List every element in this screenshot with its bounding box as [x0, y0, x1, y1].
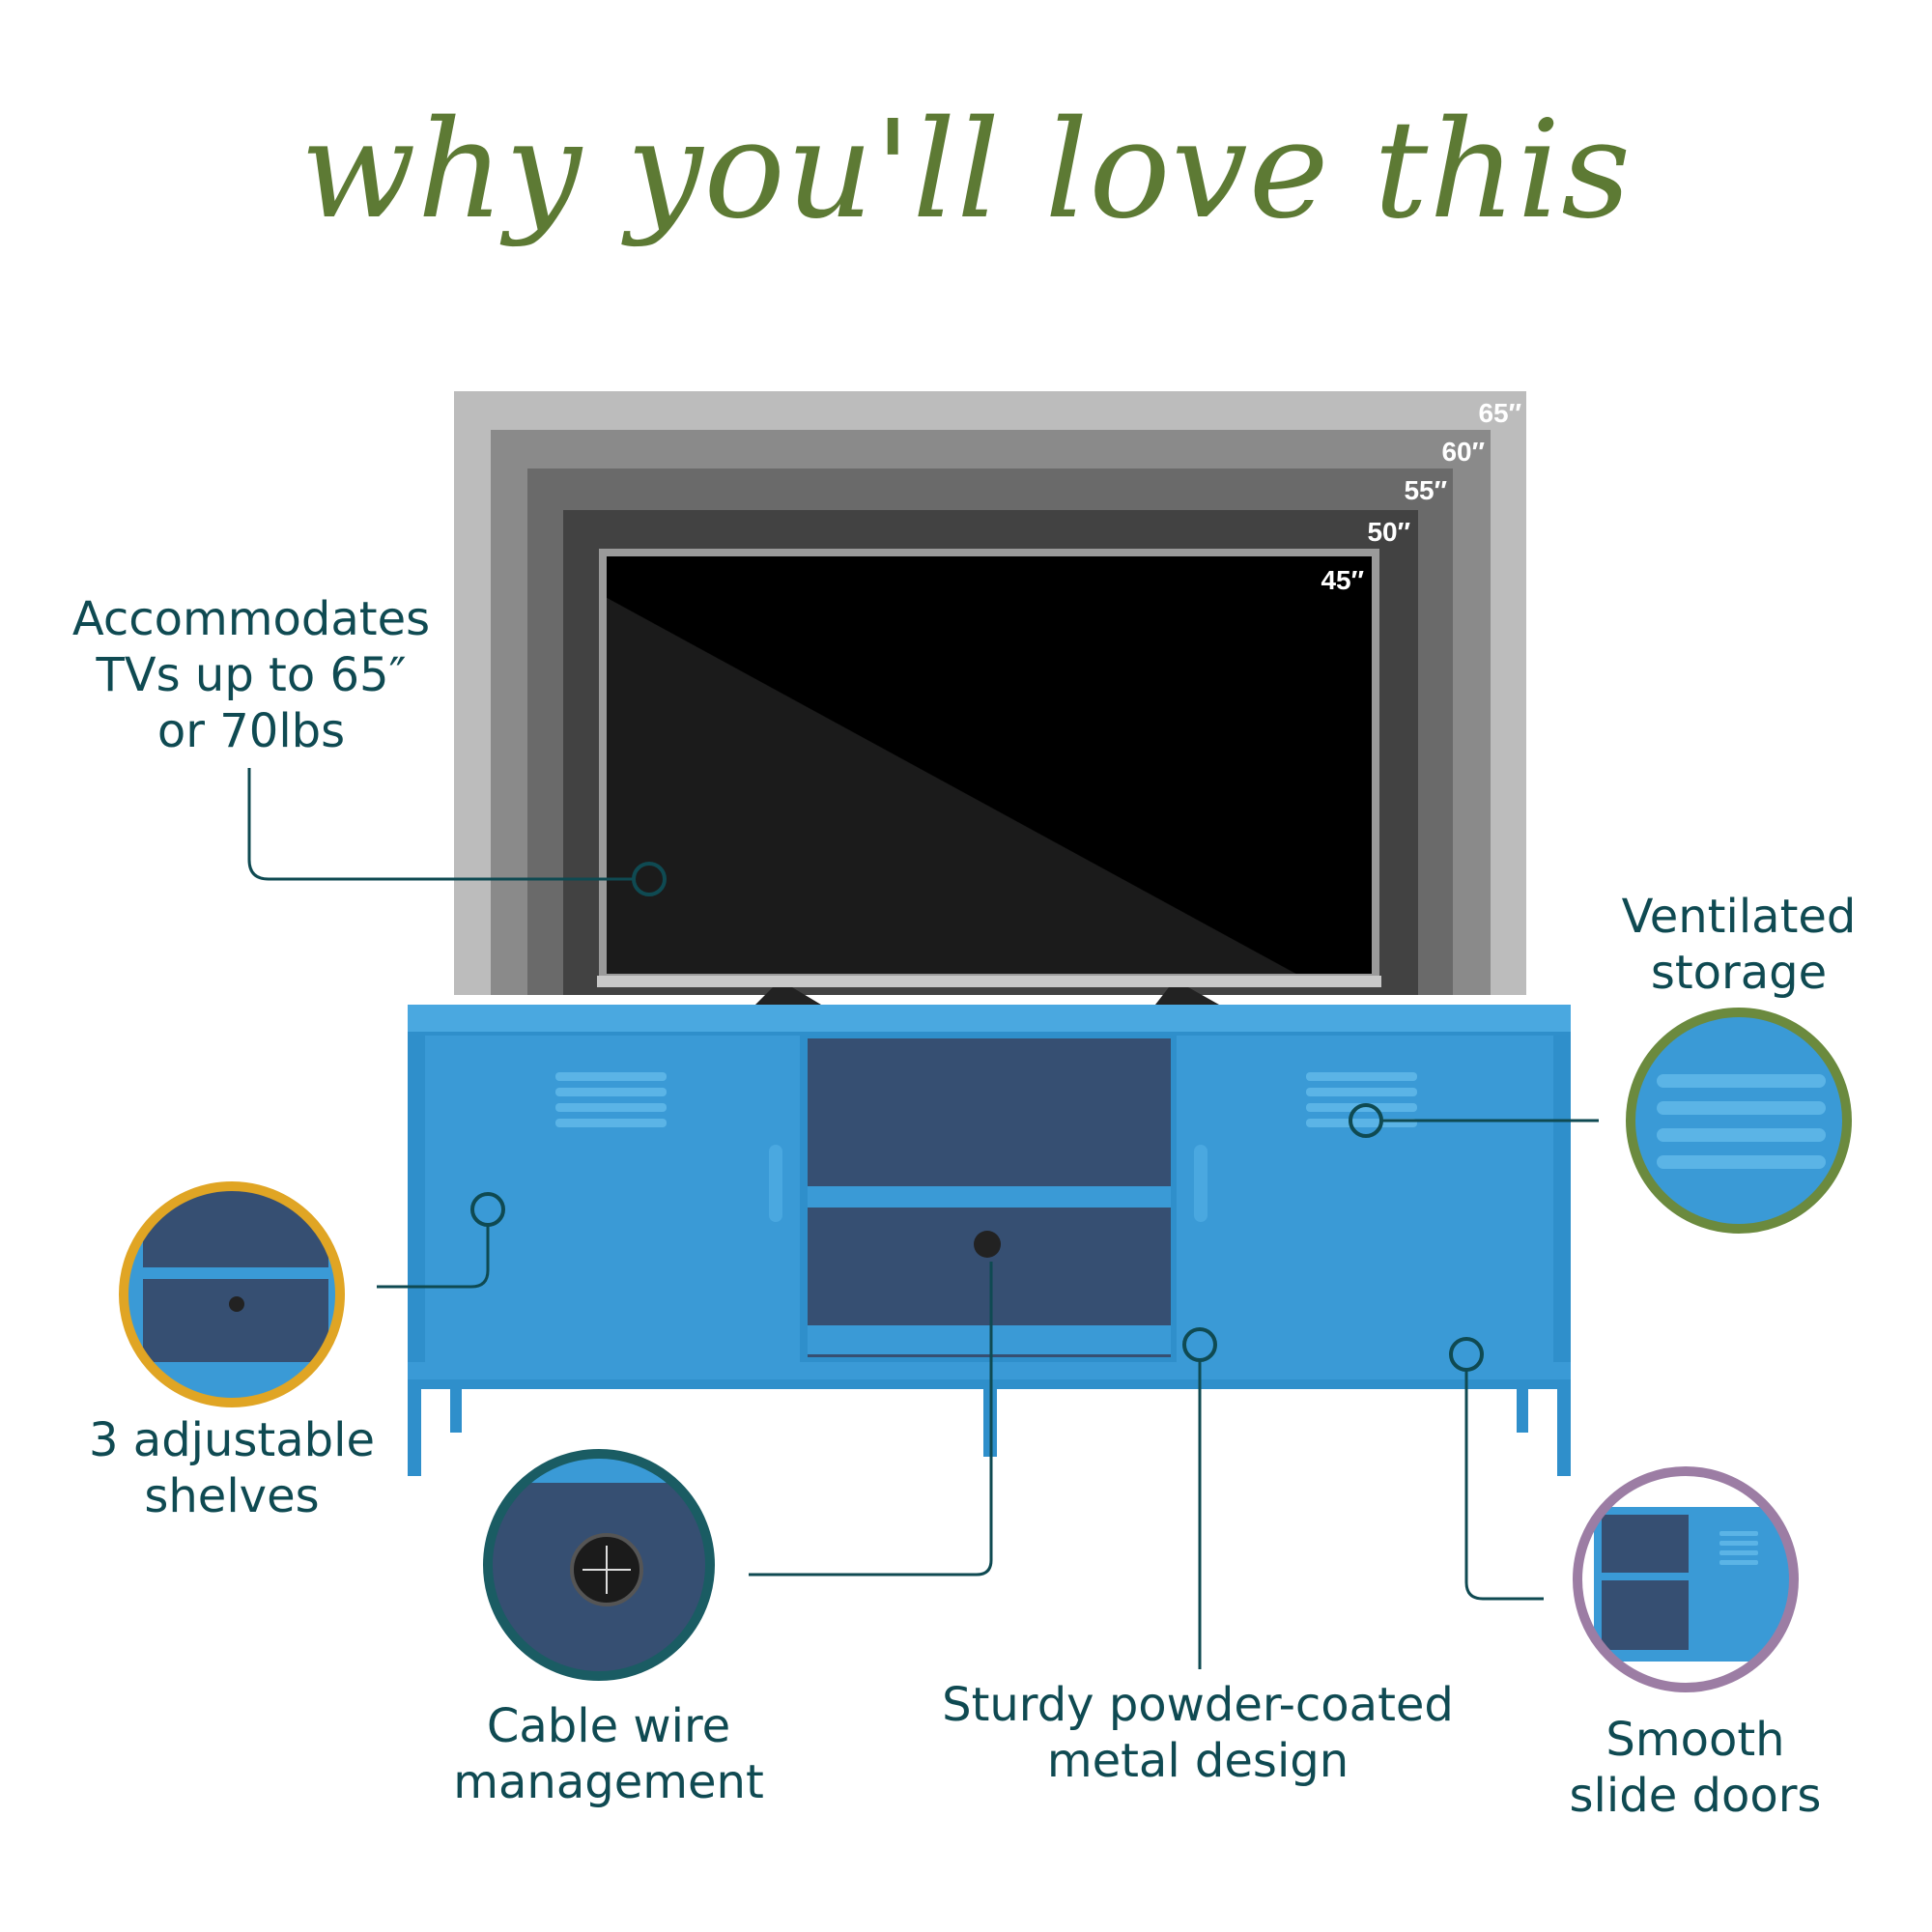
tv-size-label-65: 65″: [1478, 398, 1521, 428]
callout-sturdy: Sturdy powder-coated metal design: [918, 1677, 1478, 1789]
callout-doors-line-1: Smooth: [1605, 1713, 1785, 1767]
tv-size-label-55: 55″: [1404, 475, 1447, 505]
callout-cable: Cable wire management: [425, 1698, 792, 1810]
callout-doors-line-2: slide doors: [1569, 1769, 1822, 1823]
callout-tv-capacity: Accommodates TVs up to 65″ or 70lbs: [39, 591, 464, 759]
tv-stand-cabinet: [408, 1005, 1571, 1476]
ventilated-detail-circle: [1626, 1008, 1852, 1234]
callout-tv-capacity-line-2: TVs up to 65″: [96, 648, 407, 702]
tv-screen: [607, 556, 1372, 974]
tv-size-label-60: 60″: [1441, 437, 1485, 467]
tv-bottom-bar: [597, 976, 1381, 987]
leader-tv-capacity: [247, 768, 634, 881]
callout-shelves-line-1: 3 adjustable: [88, 1413, 375, 1467]
callout-tv-capacity-line-1: Accommodates: [71, 592, 431, 646]
leader-shelves: [377, 1225, 490, 1289]
tv-stand-right: [1155, 987, 1219, 1005]
callout-doors: Smooth slide doors: [1536, 1712, 1855, 1824]
tv-size-label-45: 45″: [1321, 565, 1364, 595]
headline: why you'll love this: [299, 92, 1633, 249]
callout-shelves-line-2: shelves: [144, 1469, 320, 1523]
doors-detail-circle: [1573, 1466, 1799, 1692]
callout-sturdy-line-2: metal design: [1046, 1734, 1350, 1788]
callout-shelves: 3 adjustable shelves: [68, 1412, 396, 1524]
shelves-detail-circle: [119, 1181, 345, 1407]
leader-doors: [1464, 1370, 1544, 1601]
callout-ventilated-line-2: storage: [1650, 946, 1828, 1000]
callout-tv-capacity-line-3: or 70lbs: [156, 704, 346, 758]
callout-sturdy-line-1: Sturdy powder-coated: [942, 1678, 1454, 1732]
callout-ventilated: Ventilated storage: [1584, 889, 1893, 1001]
tv-size-label-50: 50″: [1367, 517, 1410, 547]
leader-cable: [749, 1262, 993, 1577]
callout-ventilated-line-1: Ventilated: [1621, 890, 1857, 944]
callout-cable-line-1: Cable wire: [486, 1699, 731, 1753]
cable-detail-circle: [483, 1449, 715, 1681]
tv-stand-left: [755, 987, 821, 1005]
callout-cable-line-2: management: [453, 1755, 764, 1809]
